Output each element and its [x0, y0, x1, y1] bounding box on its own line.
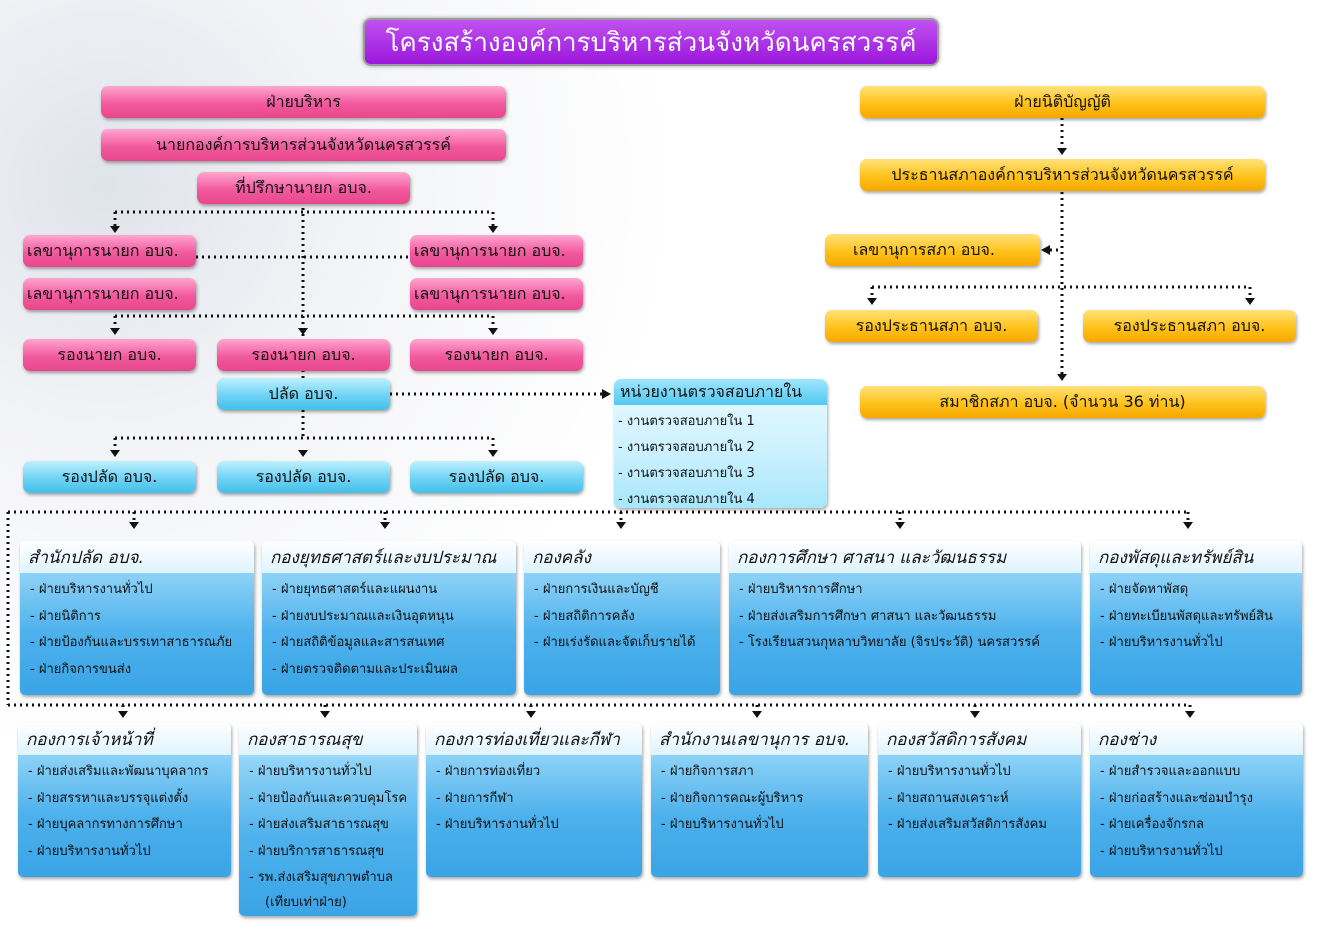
department-item: ฝ่ายยุทธศาสตร์และแผนงาน [272, 577, 516, 604]
department-item: ฝ่ายการกีฬา [436, 786, 642, 813]
department-item: ฝ่ายบริหารงานทั่วไป [28, 839, 231, 866]
department-item: ฝ่ายป้องกันและควบคุมโรค [249, 786, 417, 813]
deputy-clerk-1: รองปลัด อบจ. [23, 461, 196, 493]
department-item: ฝ่ายก่อสร้างและซ่อมบำรุง [1100, 786, 1303, 813]
department-item: ฝ่ายสรรหาและบรรจุแต่งตั้ง [28, 786, 231, 813]
clerk-box: ปลัด อบจ. [217, 378, 390, 410]
department-item: โรงเรียนสวนกุหลาบวิทยาลัย (จิรประวัติ) น… [739, 630, 1081, 657]
audit-item: - งานตรวจสอบภายใน 2 [618, 440, 755, 455]
department-card: กองยุทธศาสตร์และงบประมาณ ฝ่ายยุทธศาสตร์แ… [262, 541, 516, 695]
deputy-clerk-3: รองปลัด อบจ. [410, 461, 583, 493]
council-president-box: ประธานสภาองค์การบริหารส่วนจังหวัดนครสวรร… [860, 159, 1265, 191]
department-item: รพ.ส่งเสริมสุขภาพตำบล [249, 865, 417, 892]
page-title: โครงสร้างองค์การบริหารส่วนจังหวัดนครสวรร… [363, 18, 939, 66]
department-item: ฝ่ายกิจการขนส่ง [30, 657, 254, 684]
audit-item: - งานตรวจสอบภายใน 1 [618, 414, 755, 429]
department-item: ฝ่ายสถิติการคลัง [534, 604, 720, 631]
department-item-note: (เทียบเท่าฝ่าย) [265, 894, 347, 910]
audit-item: - งานตรวจสอบภายใน 4 [618, 492, 755, 507]
department-item: ฝ่ายการท่องเที่ยว [436, 759, 642, 786]
department-item: ฝ่ายบุคลากรทางการศึกษา [28, 812, 231, 839]
department-title: สำนักงานเลขานุการ อบจ. [651, 723, 868, 755]
department-item: ฝ่ายส่งเสริมการศึกษา ศาสนา และวัฒนธรรม [739, 604, 1081, 631]
department-item: ฝ่ายจัดหาพัสดุ [1100, 577, 1302, 604]
department-title: กองยุทธศาสตร์และงบประมาณ [262, 541, 516, 573]
advisor-box: ที่ปรึกษานายก อบจ. [197, 172, 410, 204]
department-title: กองการท่องเที่ยวและกีฬา [426, 723, 642, 755]
department-item: ฝ่ายเครื่องจักรกล [1100, 812, 1303, 839]
department-item: ฝ่ายงบประมาณและเงินอุดหนุน [272, 604, 516, 631]
department-item: ฝ่ายการเงินและบัญชี [534, 577, 720, 604]
council-vice-president-2: รองประธานสภา อบจ. [1083, 310, 1296, 342]
secretary-right-1: เลขานุการนายก อบจ. [410, 235, 583, 267]
internal-audit-box: หน่วยงานตรวจสอบภายใน - งานตรวจสอบภายใน 1… [614, 379, 827, 508]
audit-item: - งานตรวจสอบภายใน 3 [618, 466, 755, 481]
department-card: กองช่าง ฝ่ายสำรวจและออกแบบ ฝ่ายก่อสร้างแ… [1090, 723, 1303, 877]
department-item: ฝ่ายกิจการสภา [661, 759, 868, 786]
department-card: กองการเจ้าหน้าที่ ฝ่ายส่งเสริมและพัฒนาบุ… [18, 723, 231, 877]
department-card: สำนักปลัด อบจ. ฝ่ายบริหารงานทั่วไป ฝ่ายน… [20, 541, 254, 695]
mayor-box: นายกองค์การบริหารส่วนจังหวัดนครสวรรค์ [101, 129, 506, 161]
department-card: กองพัสดุและทรัพย์สิน ฝ่ายจัดหาพัสดุ ฝ่าย… [1090, 541, 1302, 695]
department-item: ฝ่ายบริหารการศึกษา [739, 577, 1081, 604]
legislative-header: ฝ่ายนิติบัญญัติ [860, 86, 1265, 118]
department-title: กองการศึกษา ศาสนา และวัฒนธรรม [729, 541, 1081, 573]
department-title: กองช่าง [1090, 723, 1303, 755]
department-card: สำนักงานเลขานุการ อบจ. ฝ่ายกิจการสภา ฝ่า… [651, 723, 868, 877]
department-title: กองสวัสดิการสังคม [878, 723, 1081, 755]
department-item: ฝ่ายป้องกันและบรรเทาสาธารณภัย [30, 630, 254, 657]
department-title: กองพัสดุและทรัพย์สิน [1090, 541, 1302, 573]
deputy-mayor-1: รองนายก อบจ. [23, 339, 196, 371]
department-item: ฝ่ายกิจการคณะผู้บริหาร [661, 786, 868, 813]
deputy-mayor-3: รองนายก อบจ. [410, 339, 583, 371]
secretary-right-2: เลขานุการนายก อบจ. [410, 278, 583, 310]
department-title: สำนักปลัด อบจ. [20, 541, 254, 573]
secretary-left-2: เลขานุการนายก อบจ. [23, 278, 196, 310]
department-item: ฝ่ายสำรวจและออกแบบ [1100, 759, 1303, 786]
department-item: ฝ่ายทะเบียนพัสดุและทรัพย์สิน [1100, 604, 1302, 631]
executive-header: ฝ่ายบริหาร [101, 86, 506, 118]
department-item: ฝ่ายนิติการ [30, 604, 254, 631]
department-card: กองคลัง ฝ่ายการเงินและบัญชี ฝ่ายสถิติการ… [524, 541, 720, 695]
department-card: กองการศึกษา ศาสนา และวัฒนธรรม ฝ่ายบริหาร… [729, 541, 1081, 695]
department-item: ฝ่ายบริหารงานทั่วไป [1100, 630, 1302, 657]
council-secretary-box: เลขานุการสภา อบจ. [825, 234, 1040, 266]
department-title: กองสาธารณสุข [239, 723, 417, 755]
council-members-box: สมาชิกสภา อบจ. (จำนวน 36 ท่าน) [860, 386, 1265, 418]
deputy-mayor-2: รองนายก อบจ. [217, 339, 390, 371]
deputy-clerk-2: รองปลัด อบจ. [217, 461, 390, 493]
department-item: ฝ่ายเร่งรัดและจัดเก็บรายได้ [534, 630, 720, 657]
department-title: กองคลัง [524, 541, 720, 573]
department-item: ฝ่ายบริหารงานทั่วไป [249, 759, 417, 786]
department-card: กองสาธารณสุข ฝ่ายบริหารงานทั่วไป ฝ่ายป้อ… [239, 723, 417, 916]
department-item: ฝ่ายบริหารงานทั่วไป [661, 812, 868, 839]
department-item: ฝ่ายบริการสาธารณสุข [249, 839, 417, 866]
department-card: กองสวัสดิการสังคม ฝ่ายบริหารงานทั่วไป ฝ่… [878, 723, 1081, 877]
department-item: ฝ่ายส่งเสริมสวัสดิการสังคม [888, 812, 1081, 839]
department-item: ฝ่ายตรวจติดตามและประเมินผล [272, 657, 516, 684]
secretary-left-1: เลขานุการนายก อบจ. [23, 235, 196, 267]
department-item: ฝ่ายสถิติข้อมูลและสารสนเทศ [272, 630, 516, 657]
department-item: ฝ่ายบริหารงานทั่วไป [30, 577, 254, 604]
department-item: ฝ่ายบริหารงานทั่วไป [436, 812, 642, 839]
department-item: ฝ่ายบริหารงานทั่วไป [888, 759, 1081, 786]
internal-audit-header: หน่วยงานตรวจสอบภายใน [614, 379, 827, 405]
department-title: กองการเจ้าหน้าที่ [18, 723, 231, 755]
council-vice-president-1: รองประธานสภา อบจ. [825, 310, 1038, 342]
department-item: ฝ่ายสถานสงเคราะห์ [888, 786, 1081, 813]
department-item: ฝ่ายส่งเสริมและพัฒนาบุคลากร [28, 759, 231, 786]
department-item: ฝ่ายบริหารงานทั่วไป [1100, 839, 1303, 866]
department-item: ฝ่ายส่งเสริมสาธารณสุข [249, 812, 417, 839]
department-card: กองการท่องเที่ยวและกีฬา ฝ่ายการท่องเที่ย… [426, 723, 642, 877]
